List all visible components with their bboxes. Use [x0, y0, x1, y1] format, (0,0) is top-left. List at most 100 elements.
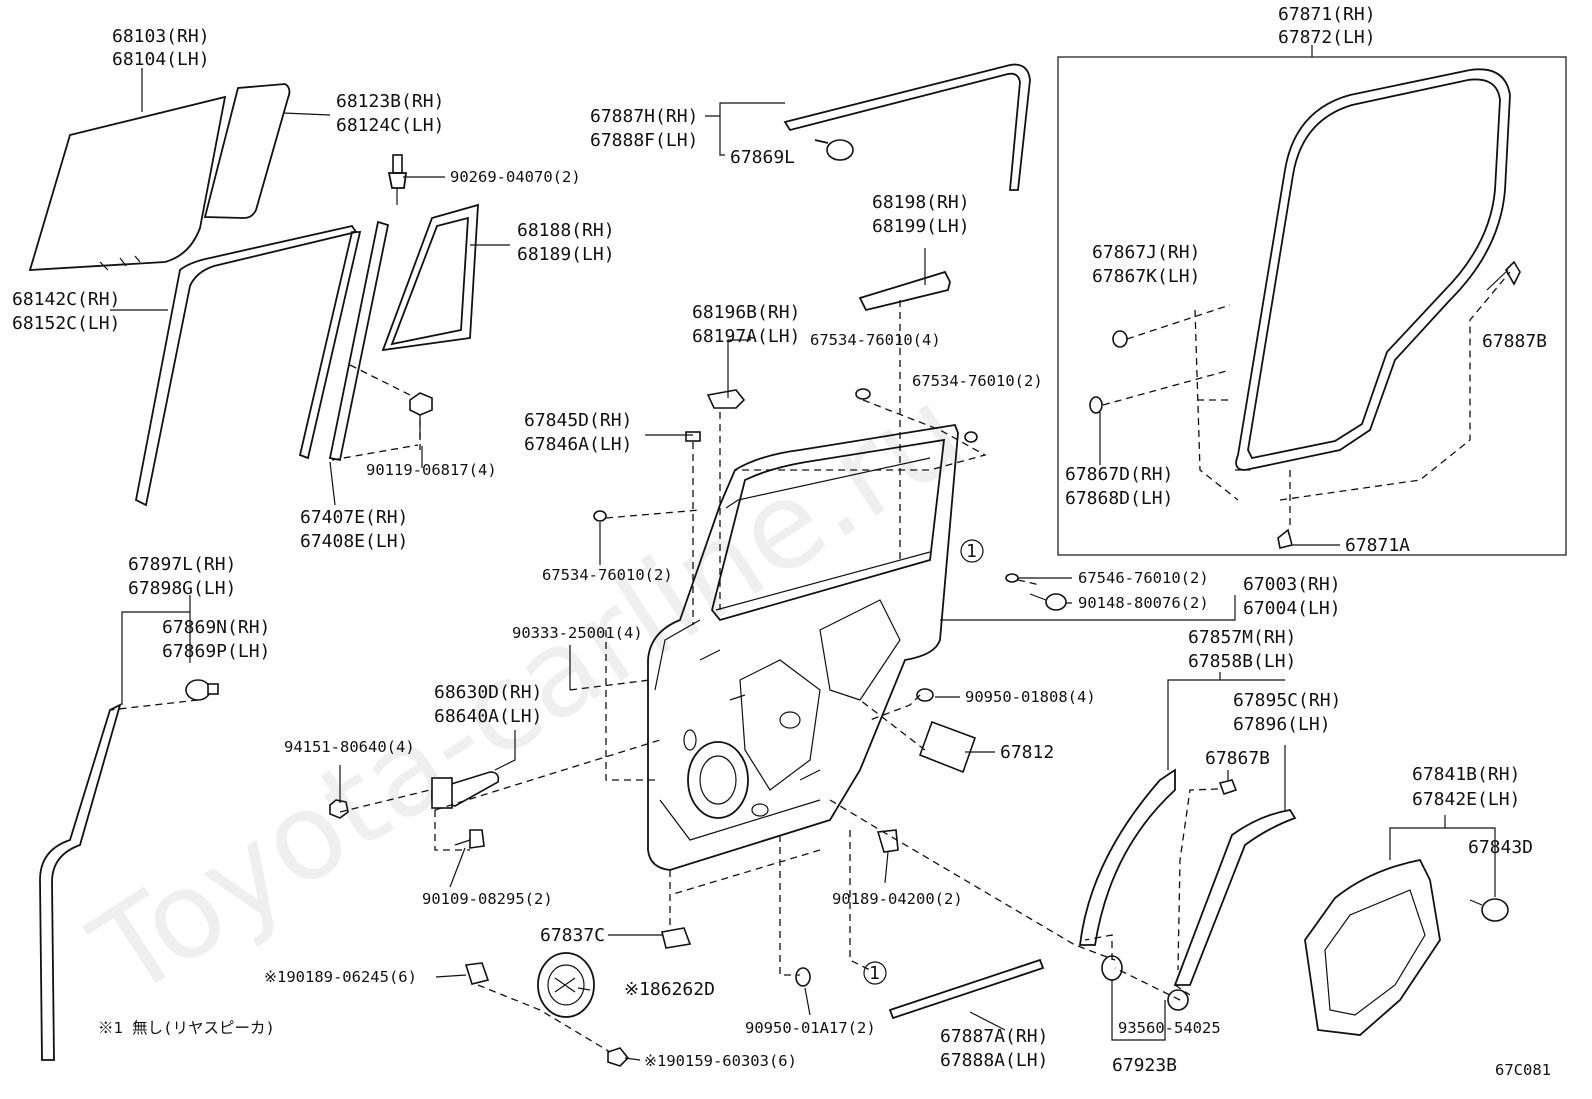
ref-marker-circle-b — [863, 961, 887, 985]
label-68142c: 68142C(RH) — [12, 289, 120, 310]
clip-67871a[interactable] — [1277, 528, 1293, 549]
bolt-90109[interactable] — [454, 829, 485, 849]
door-glass-part[interactable] — [28, 95, 227, 271]
label-67846a: 67846A(LH) — [524, 434, 632, 455]
label-94151: 94151-80640(4) — [284, 738, 415, 756]
label-68630d: 68630D(RH) — [434, 682, 542, 703]
label-67534-a: 67534-76010(4) — [810, 331, 941, 349]
clip-67843d[interactable] — [1469, 898, 1509, 922]
hole-plug-67534-b[interactable] — [964, 431, 978, 443]
label-67407e: 67407E(RH) — [300, 507, 408, 528]
outside-moulding-lower[interactable] — [888, 958, 1045, 1020]
hole-plug-67534-a[interactable] — [855, 388, 871, 400]
label-68123b: 68123B(RH) — [336, 91, 444, 112]
label-67812: 67812 — [1000, 742, 1054, 763]
run-channel-part[interactable] — [134, 224, 358, 507]
ref-marker-b: 1 — [869, 963, 880, 984]
rear-speaker-part[interactable] — [537, 952, 595, 1018]
hole-plug-90950a[interactable] — [916, 688, 934, 702]
label-90189: 90189-04200(2) — [832, 890, 963, 908]
label-68124c: 68124C(LH) — [336, 115, 444, 136]
label-67534-b: 67534-76010(2) — [912, 372, 1043, 390]
clip-67867b[interactable] — [1218, 779, 1238, 796]
grommet-67837c[interactable] — [661, 927, 692, 949]
label-67837c: 67837C — [540, 925, 605, 946]
clip-67869l[interactable] — [814, 139, 854, 161]
label-67923b: 67923B — [1112, 1055, 1177, 1076]
label-67887h: 67887H(RH) — [590, 106, 698, 127]
clip-93560[interactable] — [1167, 989, 1189, 1011]
clip-67867j[interactable] — [1112, 330, 1128, 348]
rear-door-panel[interactable] — [647, 423, 959, 871]
label-68640a: 68640A(LH) — [434, 706, 542, 727]
label-93560: 93560-54025 — [1118, 1019, 1221, 1037]
dashed-leaders — [109, 300, 1219, 1053]
label-90119: 90119-06817(4) — [366, 461, 497, 479]
clip-67845[interactable] — [685, 431, 701, 442]
bolt-190159[interactable] — [607, 1047, 630, 1067]
label-68188: 68188(RH) — [517, 220, 615, 241]
label-67872: 67872(LH) — [1278, 27, 1376, 48]
label-68189: 68189(LH) — [517, 244, 615, 265]
label-90269: 90269-04070(2) — [450, 168, 581, 186]
label-67869l: 67869L — [730, 147, 795, 168]
nut-94151[interactable] — [329, 799, 349, 819]
clip-67867d[interactable] — [1089, 396, 1103, 414]
quarter-glass-part[interactable] — [203, 83, 291, 219]
screw-90148[interactable] — [1029, 593, 1067, 611]
clip-67887b[interactable] — [1505, 260, 1521, 286]
label-67888a: 67888A(LH) — [940, 1050, 1048, 1071]
label-67408e: 67408E(LH) — [300, 531, 408, 552]
label-67888f: 67888F(LH) — [590, 130, 698, 151]
label-67867b: 67867B — [1205, 748, 1270, 769]
label-67841b: 67841B(RH) — [1412, 764, 1520, 785]
clip-90189[interactable] — [876, 829, 899, 853]
rear-door-moulding-front[interactable] — [1078, 768, 1176, 946]
ref-marker-a: 1 — [966, 541, 977, 562]
label-67896: 67896(LH) — [1233, 714, 1331, 735]
outside-moulding-upper[interactable] — [783, 63, 1031, 191]
screw-90269[interactable] — [387, 154, 408, 205]
handle-pad-part[interactable] — [706, 389, 746, 409]
label-67857m: 67857M(RH) — [1188, 627, 1296, 648]
door-trim-panel[interactable] — [1304, 858, 1441, 1036]
door-weatherstrip[interactable] — [1235, 68, 1511, 471]
clip-67869n[interactable] — [185, 679, 219, 701]
service-hole-cover[interactable] — [918, 720, 977, 774]
label-67867k: 67867K(LH) — [1092, 266, 1200, 287]
label-67868d: 67868D(LH) — [1065, 488, 1173, 509]
hole-plug-67546[interactable] — [1005, 573, 1019, 583]
label-67534-c: 67534-76010(2) — [542, 566, 673, 584]
leader-lines — [110, 45, 1509, 1061]
label-68104: 68104(LH) — [112, 49, 210, 70]
label-190189: ※190189-06245(6) — [264, 968, 417, 986]
handle-bracket-part[interactable] — [858, 270, 951, 312]
label-90950a: 90950-01808(4) — [965, 688, 1096, 706]
bolt-90119[interactable] — [409, 392, 433, 440]
outside-handle-part[interactable] — [431, 771, 500, 809]
label-90109: 90109-08295(2) — [422, 890, 553, 908]
label-67871: 67871(RH) — [1278, 4, 1376, 25]
label-68103: 68103(RH) — [112, 26, 210, 47]
label-68199: 68199(LH) — [872, 216, 970, 237]
label-90148: 90148-80076(2) — [1078, 594, 1209, 612]
footnote: ※1 無し(リヤスピーカ) — [98, 1019, 275, 1037]
label-68196b: 68196B(RH) — [692, 302, 800, 323]
label-90333: 90333-25001(4) — [512, 624, 643, 642]
clip-190189[interactable] — [464, 962, 490, 985]
label-67858b: 67858B(LH) — [1188, 651, 1296, 672]
hole-plug-90950b[interactable] — [795, 967, 811, 987]
ref-marker-circle-a — [960, 539, 984, 563]
label-67546: 67546-76010(2) — [1078, 569, 1209, 587]
label-67887a: 67887A(RH) — [940, 1026, 1048, 1047]
hole-plug-67534-c[interactable] — [593, 510, 607, 522]
label-67869n: 67869N(RH) — [162, 617, 270, 638]
division-bar-part[interactable] — [298, 220, 390, 462]
label-67843d: 67843D — [1468, 837, 1533, 858]
label-67871a: 67871A — [1345, 535, 1410, 556]
label-68198: 68198(RH) — [872, 192, 970, 213]
fixed-window-part[interactable] — [381, 203, 479, 352]
label-90950b: 90950-01A17(2) — [745, 1019, 876, 1037]
wheel-arch-moulding[interactable] — [1173, 809, 1297, 986]
